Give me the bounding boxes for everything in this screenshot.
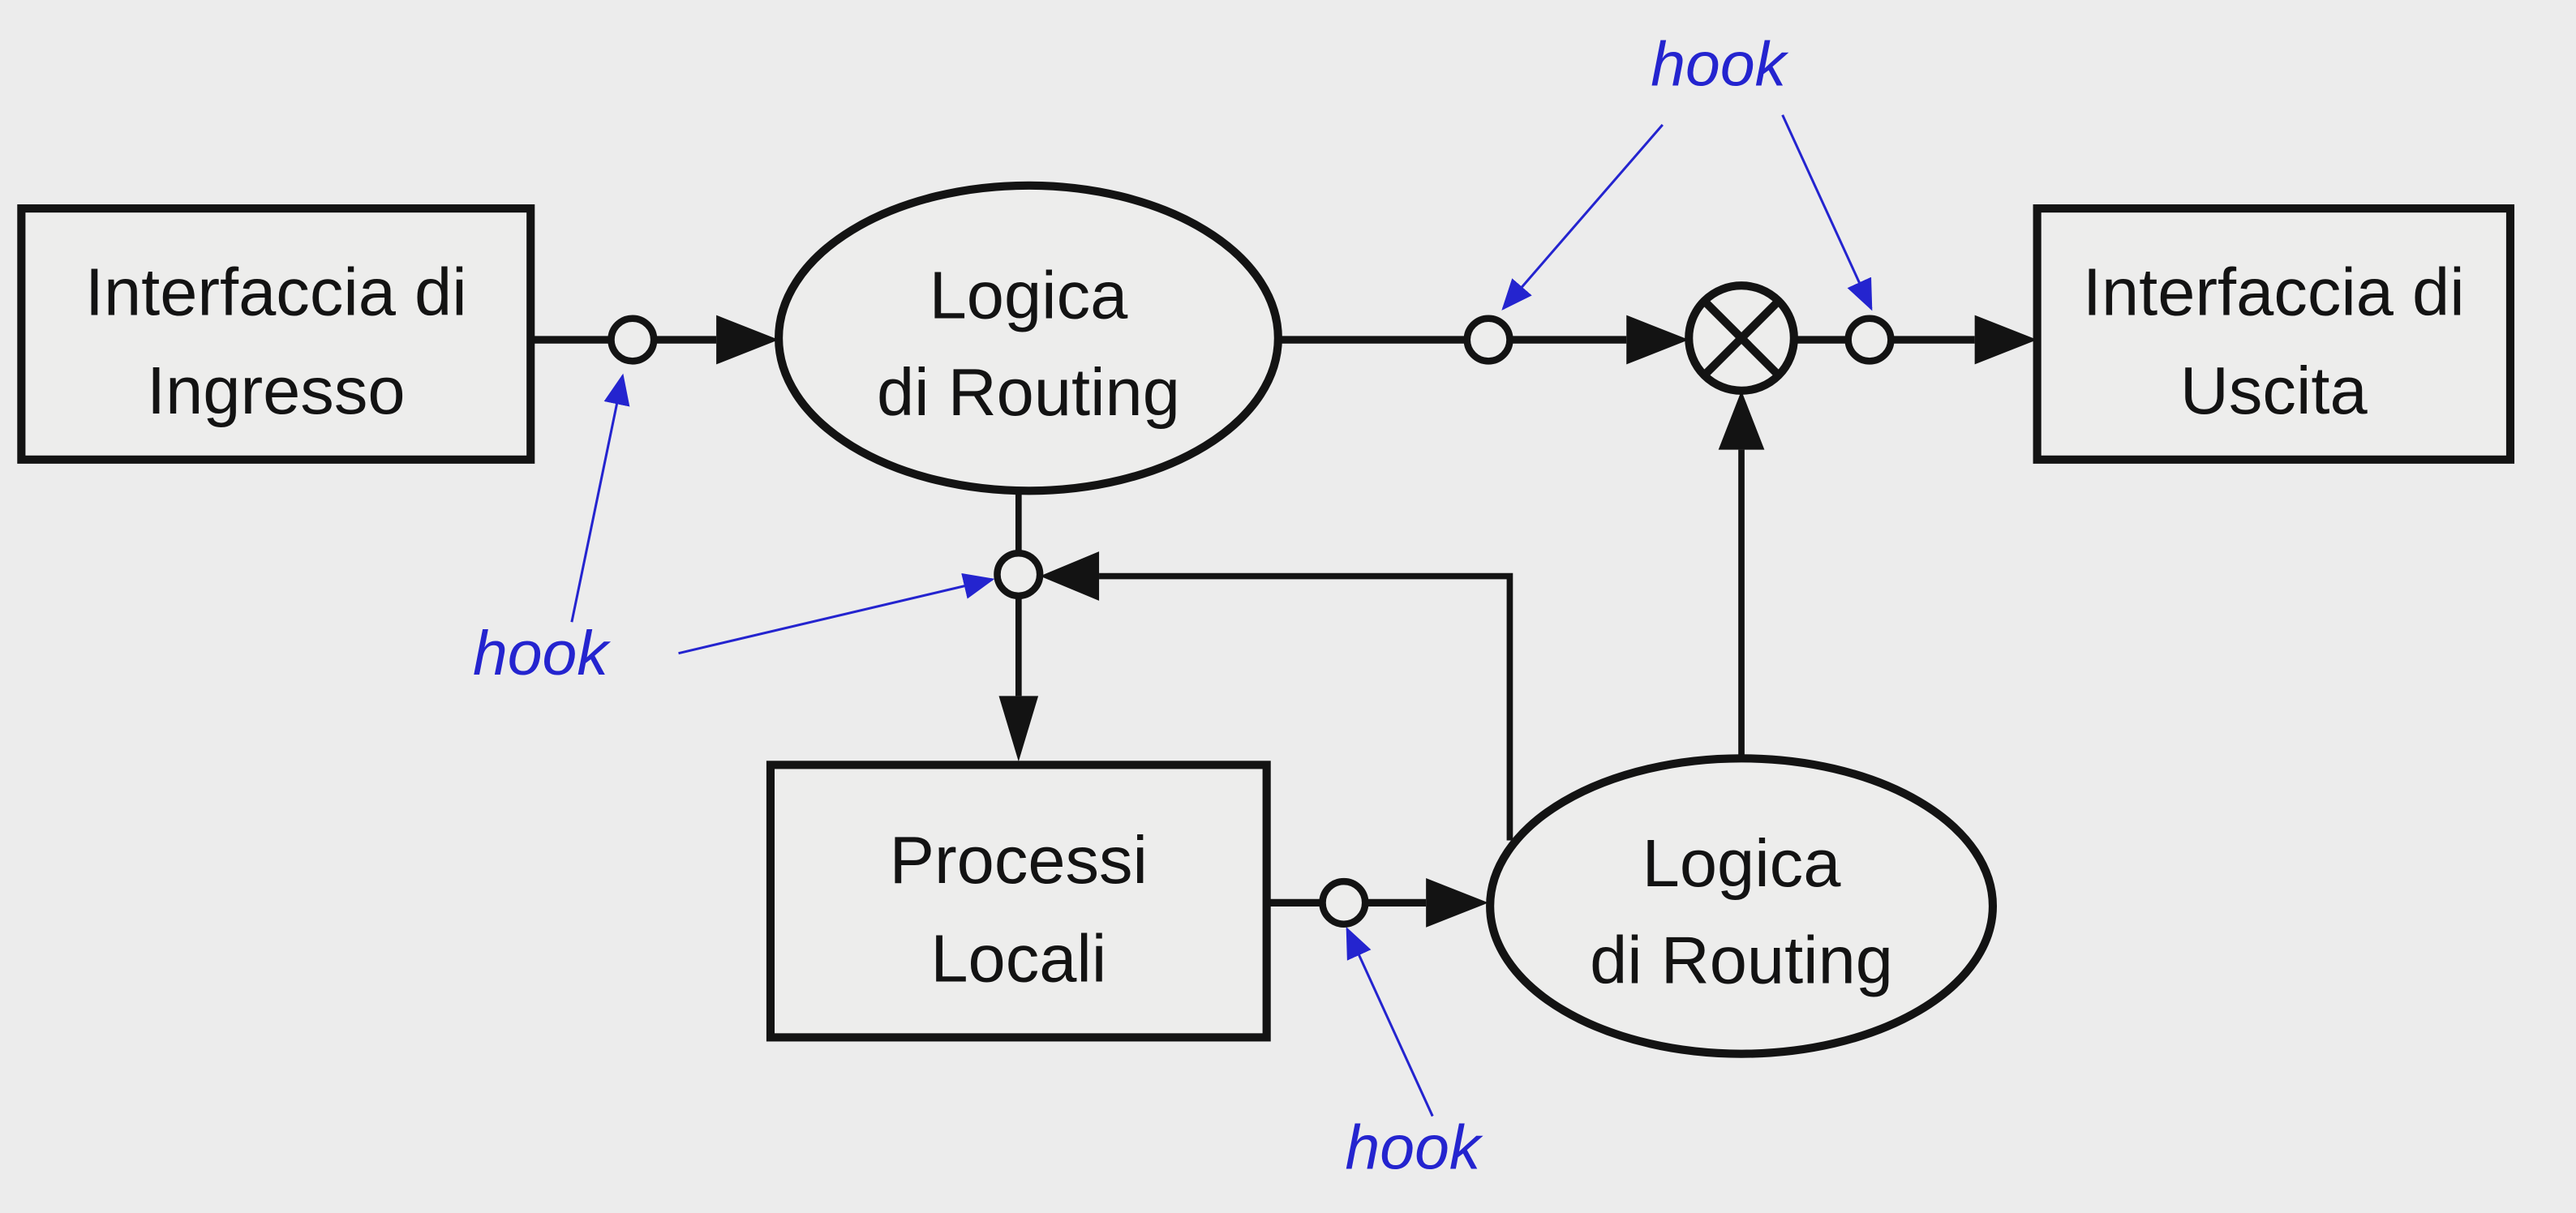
- arrowhead-into-merge-icon: [1626, 315, 1689, 365]
- arrowhead-into-input-hook-icon: [1040, 551, 1100, 601]
- hook-annotation-arrow-forward: [1501, 123, 1664, 311]
- arrowhead-into-local-icon: [998, 696, 1039, 762]
- hook-label-bottom: hook: [1345, 1112, 1483, 1182]
- input-interface-box: [17, 204, 535, 464]
- routing-logic-top-ellipse: [775, 181, 1282, 495]
- input-interface-label-line2: Ingresso: [147, 353, 405, 428]
- output-interface-label-line2: Uscita: [2180, 353, 2368, 428]
- hook-circle-forward: [1463, 315, 1513, 365]
- hook-annotations: hook hook hook: [473, 29, 1873, 1182]
- input-interface-label-line1: Interfaccia di: [85, 255, 467, 330]
- hook-label-left: hook: [473, 619, 611, 688]
- crossed-circle-merge-icon: [1685, 281, 1798, 395]
- routing-logic-bottom-label-line2: di Routing: [1590, 923, 1893, 998]
- hook-annotation-arrow-prerouting: [570, 373, 630, 623]
- routing-logic-top-label-line1: Logica: [930, 258, 1129, 333]
- output-interface-box: [2033, 204, 2515, 464]
- routing-logic-bottom-label-line1: Logica: [1642, 825, 1842, 901]
- routing-logic-bottom-ellipse: [1486, 754, 1998, 1058]
- hook-annotation-arrow-postrouting: [1781, 114, 1873, 311]
- hook-circle-prerouting: [608, 315, 658, 365]
- arrowhead-into-routing-top-icon: [716, 315, 779, 365]
- local-processes-box: [766, 761, 1271, 1042]
- hook-annotation-arrow-input: [678, 572, 995, 655]
- hook-circle-output: [1319, 877, 1369, 928]
- nodes: Interfaccia di Ingresso Logica di Routin…: [17, 181, 2515, 1058]
- hook-label-top: hook: [1651, 29, 1788, 99]
- hook-circle-input: [994, 549, 1044, 600]
- local-processes-label-line2: Locali: [930, 921, 1106, 997]
- local-processes-label-line1: Processi: [890, 822, 1148, 898]
- output-interface-label-line1: Interfaccia di: [2083, 255, 2465, 330]
- arrowhead-into-routing2-icon: [1426, 878, 1489, 928]
- connector-routing2-to-input-hook: [1099, 572, 1513, 841]
- arrowhead-into-output-icon: [1974, 315, 2037, 365]
- arrowhead-up-into-merge-icon: [1718, 390, 1765, 450]
- hook-annotation-arrow-output: [1346, 927, 1434, 1117]
- routing-logic-top-label-line2: di Routing: [877, 354, 1180, 430]
- hook-circle-postrouting: [1844, 315, 1895, 365]
